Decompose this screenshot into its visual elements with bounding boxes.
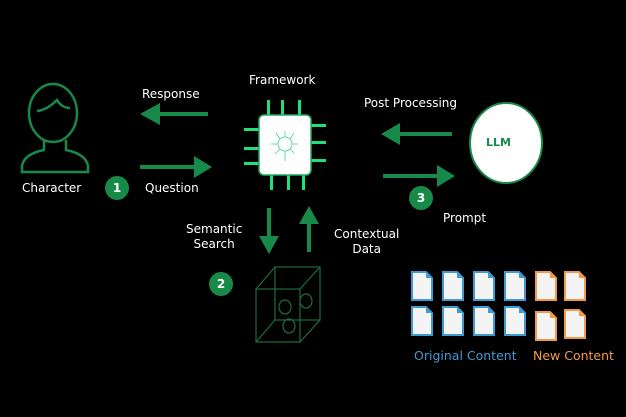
step-badge-3: 3 (409, 186, 433, 210)
document-fold (550, 272, 556, 278)
contextual-data-label: Contextual Data (334, 227, 400, 256)
document-fold (519, 272, 525, 278)
question-arrow (140, 156, 212, 178)
framework-label: Framework (249, 73, 316, 87)
document-icon (535, 311, 557, 341)
document-icon (564, 309, 586, 339)
documents-grid (411, 271, 586, 341)
document-fold (426, 307, 432, 313)
document-fold (457, 307, 463, 313)
document-icon (411, 271, 433, 301)
document-icon (442, 306, 464, 336)
contextual-data-arrow (299, 206, 319, 252)
document-fold (519, 307, 525, 313)
response-arrow (140, 103, 208, 125)
document-icon (473, 271, 495, 301)
database-cube-icon (255, 266, 321, 343)
document-icon (442, 271, 464, 301)
question-label: Question (145, 181, 199, 195)
document-icon (473, 306, 495, 336)
document-icon (411, 306, 433, 336)
document-icon (564, 271, 586, 301)
document-icon (504, 306, 526, 336)
document-fold (426, 272, 432, 278)
document-fold (457, 272, 463, 278)
document-icon (535, 271, 557, 301)
document-fold (550, 312, 556, 318)
chip-icon (244, 100, 326, 190)
new-content-legend: New Content (533, 348, 614, 363)
document-fold (579, 272, 585, 278)
llm-label: LLM (486, 136, 511, 149)
person-icon (20, 82, 90, 174)
document-fold (488, 272, 494, 278)
original-content-legend: Original Content (414, 348, 517, 363)
response-label: Response (142, 87, 200, 101)
llm-node (469, 102, 543, 184)
post-processing-arrow (381, 123, 452, 145)
document-icon (504, 271, 526, 301)
prompt-label: Prompt (443, 211, 487, 225)
step-badge-1: 1 (105, 176, 129, 200)
semantic-search-arrow (259, 208, 279, 254)
semantic-search-label: Semantic Search (186, 222, 243, 251)
document-fold (488, 307, 494, 313)
character-label: Character (22, 181, 82, 195)
document-fold (579, 310, 585, 316)
prompt-arrow (383, 165, 455, 187)
step-badge-2: 2 (209, 272, 233, 296)
post-processing-label: Post Processing (364, 96, 457, 110)
